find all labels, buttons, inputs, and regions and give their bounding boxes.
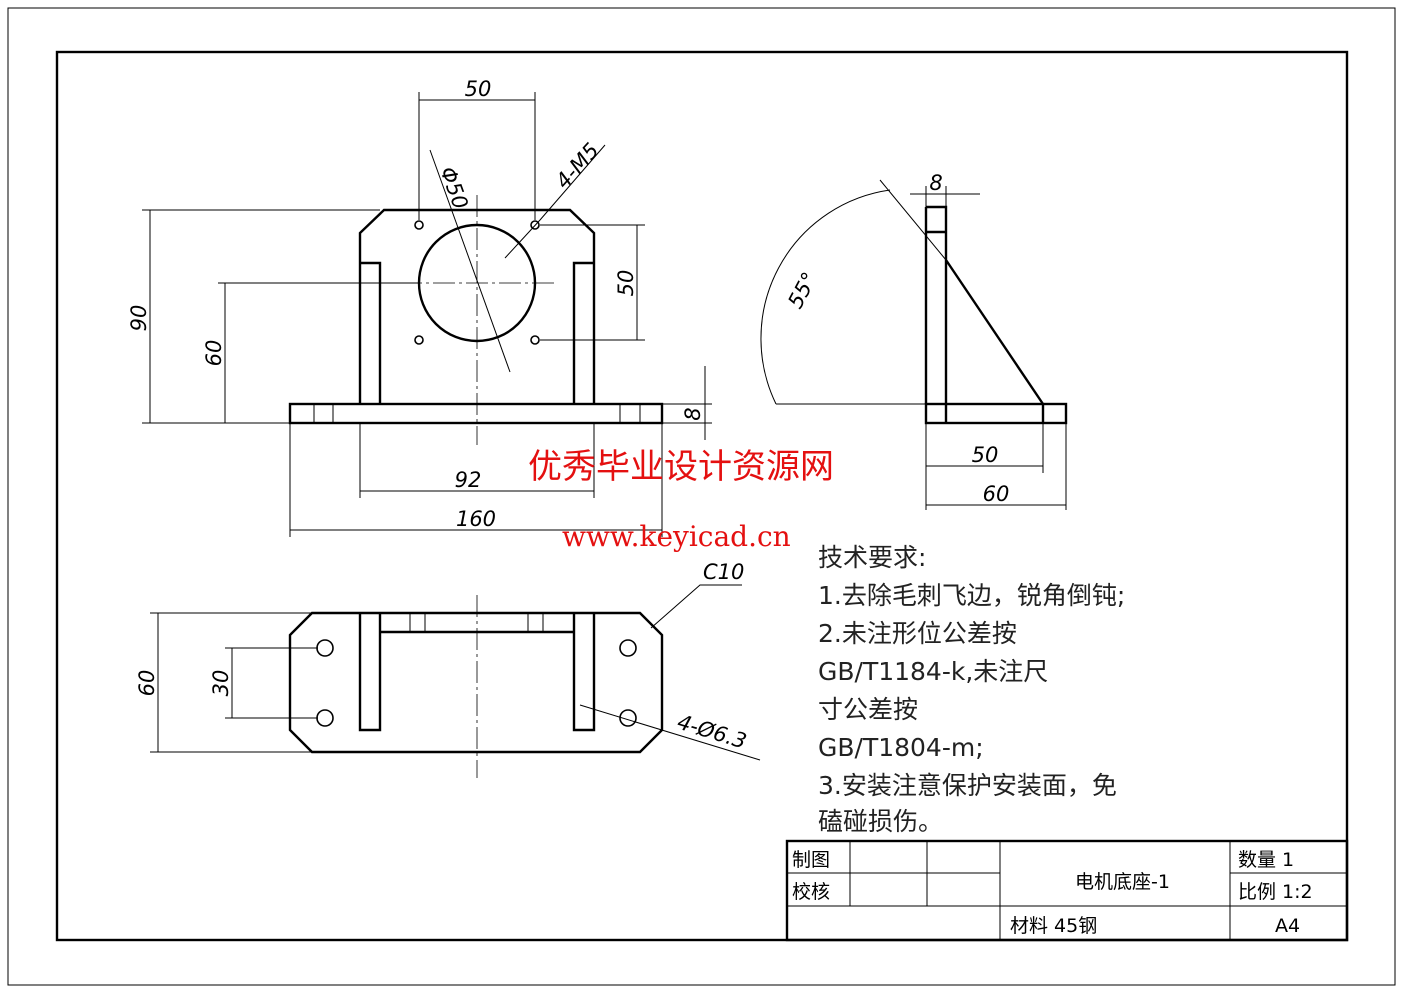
- dim-chamfer: C10: [703, 560, 744, 584]
- scale: 比例 1:2: [1238, 881, 1313, 903]
- material: 材料 45钢: [1010, 915, 1097, 937]
- dim-hole-spacing-h: 50: [465, 77, 492, 101]
- dim-plate-thickness: 8: [929, 171, 942, 195]
- dim-base-length: 60: [983, 482, 1010, 506]
- dim-thread: 4-M5: [551, 138, 604, 193]
- tech-line: GB/T1804-m;: [818, 733, 984, 762]
- tech-requirements: 技术要求: 1.去除毛刺飞边，锐角倒钝; 2.未注形位公差按 GB/T1184-…: [818, 543, 1125, 836]
- dim-inner-width: 92: [455, 468, 482, 492]
- top-view: 60 30 C10 4-Ø6.3: [135, 560, 761, 778]
- tech-heading: 技术要求:: [818, 543, 926, 572]
- dim-total-length: 160: [456, 507, 496, 531]
- dim-width: 60: [135, 670, 159, 697]
- watermark-title: 优秀毕业设计资源网: [528, 447, 834, 487]
- dim-hole-spacing-v: 50: [614, 270, 638, 297]
- tech-line: 3.安装注意保护安装面，免: [818, 771, 1117, 800]
- tech-line: 寸公差按: [818, 695, 918, 724]
- dim-hole-spacing: 30: [209, 670, 233, 697]
- title-block: 制图 校核 电机底座-1 数量 1 比例 1:2 材料 45钢 A4: [785, 839, 1349, 942]
- tech-line: 磕碰损伤。: [818, 807, 943, 836]
- quantity: 数量 1: [1238, 849, 1294, 871]
- sheet-size: A4: [1275, 915, 1300, 937]
- dim-angle: 55°: [783, 268, 822, 312]
- checked-label: 校核: [792, 881, 830, 903]
- drawing-frame: [55, 50, 1349, 942]
- dim-center-height: 60: [202, 340, 226, 367]
- outer-border: [7, 7, 1396, 986]
- dim-height: 90: [127, 305, 151, 332]
- tech-line: GB/T1184-k,未注尺: [818, 657, 1048, 686]
- drawn-label: 制图: [792, 849, 830, 871]
- part-name: 电机底座-1: [1075, 871, 1170, 893]
- dim-holes: 4-Ø6.3: [675, 710, 750, 754]
- watermark-url: www.keyicad.cn: [562, 520, 791, 553]
- dim-base-thickness: 8: [681, 407, 705, 420]
- dim-bore: Φ50: [435, 164, 472, 213]
- dim-rib-length: 50: [972, 443, 999, 467]
- tech-line: 1.去除毛刺飞边，锐角倒钝;: [818, 581, 1125, 610]
- tech-line: 2.未注形位公差按: [818, 619, 1017, 648]
